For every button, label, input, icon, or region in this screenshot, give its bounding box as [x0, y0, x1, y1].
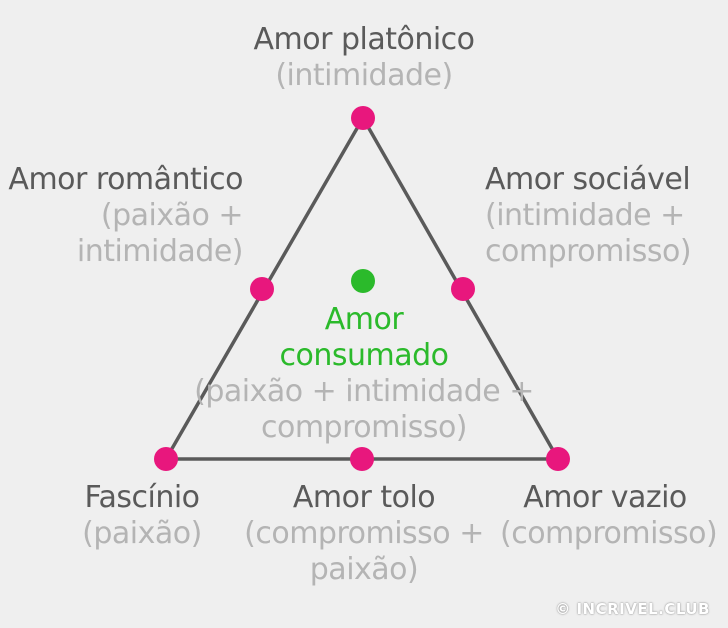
vertex-dot-right-mid	[451, 277, 475, 301]
label-center: Amor consumado (paixão + intimidade + co…	[194, 302, 534, 446]
label-center-desc-1: (paixão + intimidade +	[194, 374, 534, 409]
vertex-dot-top	[351, 106, 375, 130]
label-right-side: Amor sociável (intimidade + compromisso)	[485, 162, 725, 270]
label-left-side: Amor romântico (paixão + intimidade)	[0, 162, 243, 270]
center-dot	[351, 269, 375, 293]
label-bottom-right-name: Amor vazio	[523, 480, 687, 515]
label-right-side-desc-2: compromisso)	[485, 234, 692, 269]
vertex-dot-bottom-right	[546, 447, 570, 471]
vertex-dot-left-mid	[250, 277, 274, 301]
label-top: Amor platônico (intimidade)	[214, 22, 514, 94]
label-center-name-2: consumado	[279, 338, 449, 373]
label-bottom-left-name: Fascínio	[84, 480, 200, 515]
label-center-desc-2: compromisso)	[260, 410, 468, 445]
label-left-side-desc-1: (paixão +	[100, 198, 244, 233]
label-left-side-name: Amor romântico	[8, 162, 243, 197]
label-right-side-name: Amor sociável	[485, 162, 691, 197]
vertex-dot-bottom-left	[154, 447, 178, 471]
label-right-side-desc-1: (intimidade +	[485, 198, 685, 233]
label-bottom-mid-name: Amor tolo	[292, 480, 436, 515]
label-bottom-mid-desc-1: (compromisso +	[244, 516, 484, 551]
label-top-name: Amor platônico	[253, 22, 475, 57]
label-bottom-left: Fascínio (paixão)	[62, 480, 222, 552]
label-bottom-right: Amor vazio (compromisso)	[500, 480, 718, 552]
vertex-dot-bottom-mid	[350, 447, 374, 471]
label-top-desc: (intimidade)	[275, 58, 453, 93]
watermark-credit: © INCRIVEL.CLUB	[555, 600, 710, 618]
label-center-name-1: Amor	[324, 302, 404, 337]
label-bottom-left-desc: (paixão)	[82, 516, 202, 551]
label-bottom-mid-desc-2: paixão)	[309, 552, 419, 587]
label-left-side-desc-2: intimidade)	[76, 234, 244, 269]
label-bottom-right-desc: (compromisso)	[500, 516, 718, 551]
label-bottom-mid: Amor tolo (compromisso + paixão)	[244, 480, 484, 588]
